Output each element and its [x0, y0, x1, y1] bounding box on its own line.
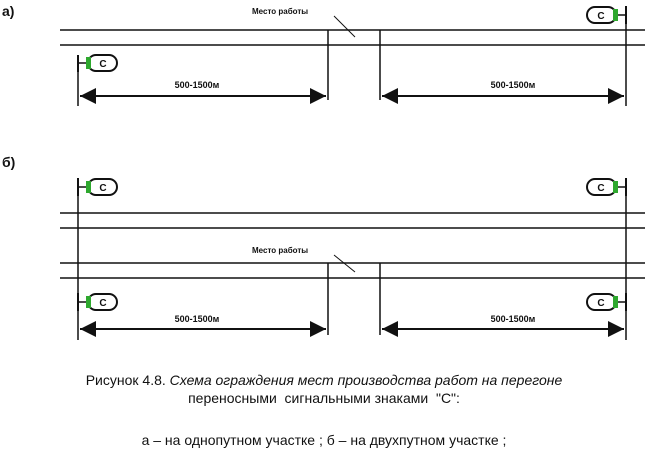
worksite-b-label: Место работы [252, 246, 308, 255]
worksite-a-leader [333, 15, 356, 38]
panel-b: б) Место работы С С [2, 154, 645, 340]
distance-b-right: 500-1500м [491, 314, 536, 324]
distance-a-right: 500-1500м [491, 80, 536, 90]
panel-a: а) Место работы С С [2, 3, 645, 106]
signal-letter: С [597, 183, 604, 194]
signal-sign-b-bottom-right: С [586, 293, 627, 311]
signal-letter: С [99, 298, 106, 309]
signal-letter: С [99, 59, 106, 70]
caption-line-1: Рисунок 4.8. Схема ограждения мест произ… [0, 372, 648, 388]
signal-letter: С [597, 11, 604, 22]
worksite-b-leader [333, 254, 356, 273]
panel-a-label: а) [2, 3, 14, 19]
caption-subtitle: переносными сигнальными знаками "С": [188, 390, 460, 406]
caption-legend: а – на однопутном участке ; б – на двухп… [141, 432, 507, 448]
signal-sign-a-right: С [586, 6, 627, 24]
caption-title: Схема ограждения мест производства работ… [169, 372, 563, 388]
panel-b-label: б) [2, 154, 15, 170]
signal-sign-b-top-left: С [77, 178, 118, 196]
caption-line-2: переносными сигнальными знаками "С": [0, 390, 648, 406]
signal-sign-b-top-right: С [586, 178, 627, 196]
signal-sign-a-left: С [77, 54, 118, 72]
worksite-a-label: Место работы [252, 7, 308, 16]
signal-letter: С [597, 298, 604, 309]
caption-line-3: а – на однопутном участке ; б – на двухп… [0, 432, 648, 448]
caption-prefix: Рисунок 4.8. [85, 372, 170, 388]
distance-b-left: 500-1500м [175, 314, 220, 324]
signal-letter: С [99, 183, 106, 194]
distance-a-left: 500-1500м [175, 80, 220, 90]
signal-sign-b-bottom-left: С [77, 293, 118, 311]
